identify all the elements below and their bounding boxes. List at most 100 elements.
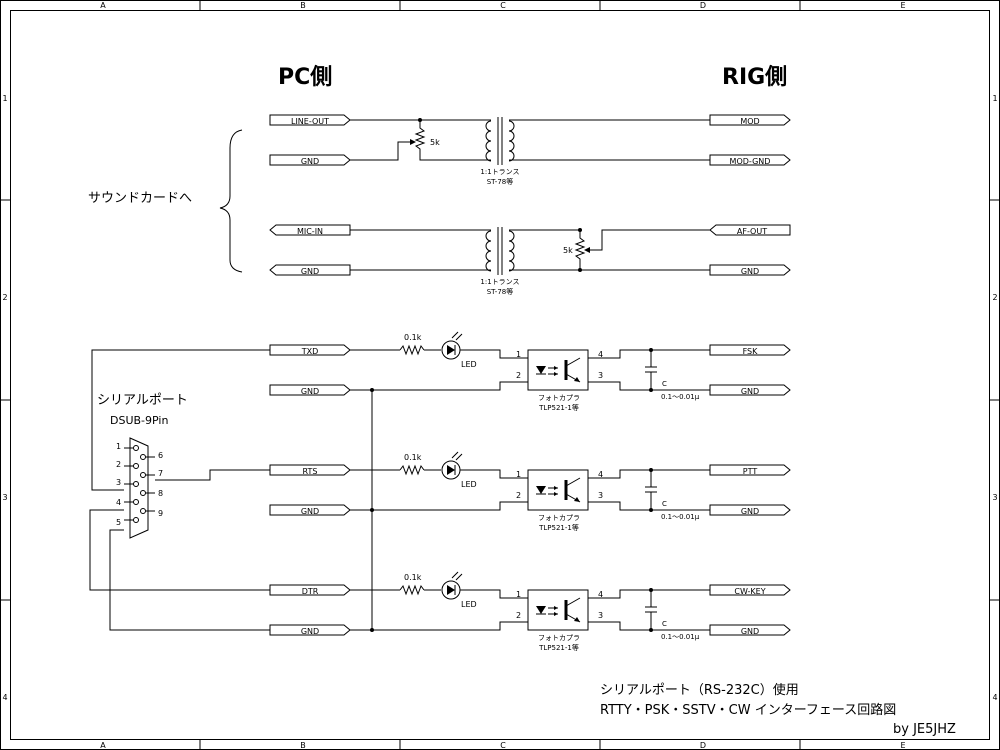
resistor [399, 465, 425, 475]
capacitor-label: C [662, 380, 667, 388]
frame-col-label: A [100, 741, 106, 750]
port-gnd-label: GND [301, 507, 319, 516]
port-rig-signal-label: CW-KEY [734, 587, 765, 596]
wire [460, 589, 528, 599]
resistor-value: 0.1k [404, 453, 422, 462]
capacitor [645, 590, 657, 630]
frame-row-label: 2 [2, 293, 7, 302]
port-gnd-label: GND [301, 627, 319, 636]
optocoupler-model: TLP521-1等 [538, 643, 579, 652]
led-light-icon [451, 451, 463, 461]
pin-number: 4 [598, 350, 603, 359]
led-symbol [447, 345, 455, 355]
junction [370, 388, 374, 392]
port-gnd-label: GND [301, 387, 319, 396]
pin-number: 2 [516, 611, 521, 620]
port-mod-gnd: MOD-GND [730, 157, 771, 166]
port-signal-label: RTS [303, 467, 318, 476]
pin-number: 4 [116, 498, 121, 507]
pin-number: 2 [516, 491, 521, 500]
junction [370, 628, 374, 632]
serial-port-title: シリアルポート [97, 393, 188, 408]
optocoupler-label: フォトカプラ [538, 514, 580, 522]
frame-col-label: D [700, 1, 706, 10]
rig-side-heading: RIG側 [722, 65, 787, 90]
optocoupler-label: フォトカプラ [538, 394, 580, 402]
port-mod: MOD [740, 117, 759, 126]
frame-col-label: C [500, 1, 506, 10]
pin-number: 9 [158, 509, 163, 518]
wire [350, 621, 528, 631]
wire [588, 469, 710, 511]
pin-number: 1 [516, 350, 521, 359]
transformer-label: 1:1トランス [480, 278, 519, 286]
serial-connector: シリアルポート DSUB-9Pin 1 2 3 4 5 6 7 8 9 [89, 349, 270, 631]
pin-number: 3 [116, 478, 121, 487]
pot-label: 5k [430, 138, 440, 147]
wire [460, 469, 528, 479]
frame-col-label: B [300, 1, 306, 10]
frame-row-label: 3 [992, 493, 997, 502]
port-rig-signal-label: PTT [743, 467, 758, 476]
audio-rx-circuit: MIC-IN GND 5k 1:1トランス ST-78等 AF-OUT GND [269, 224, 791, 296]
resistor-value: 0.1k [404, 573, 422, 582]
frame-row-label: 4 [992, 693, 997, 702]
opto-channel: RTSGND0.1kLED1243フォトカプラTLP521-1等C0.1～0.0… [269, 451, 791, 532]
pin-number: 2 [516, 371, 521, 380]
led-label: LED [461, 360, 477, 369]
port-rig-gnd-label: GND [741, 627, 759, 636]
port-line-out: LINE-OUT [291, 117, 329, 126]
transformer-label: 1:1トランス [480, 168, 519, 176]
pin-number: 3 [598, 491, 603, 500]
pin-number: 3 [598, 371, 603, 380]
port-gnd: GND [301, 267, 319, 276]
resistor [399, 345, 425, 355]
optocoupler-model: TLP521-1等 [538, 403, 579, 412]
sound-card-brace [219, 129, 243, 273]
wire [588, 589, 710, 631]
pin-number: 6 [158, 451, 163, 460]
port-rig-gnd-label: GND [741, 507, 759, 516]
opto-channels: TXDGND0.1kLED1243フォトカプラTLP521-1等C0.1～0.0… [269, 331, 791, 652]
frame-col-label: A [100, 1, 106, 10]
wire [588, 349, 710, 391]
frame-col-label: E [900, 741, 905, 750]
junction [370, 508, 374, 512]
pin-number: 4 [598, 470, 603, 479]
wire [350, 381, 528, 391]
port-rig-gnd-label: GND [741, 387, 759, 396]
pc-side-heading: PC側 [278, 65, 332, 90]
optocoupler [526, 588, 590, 632]
led-symbol [447, 465, 455, 475]
capacitor [645, 470, 657, 510]
frame-col-label: C [500, 741, 506, 750]
frame-row-label: 2 [992, 293, 997, 302]
pin-number: 1 [516, 590, 521, 599]
led-label: LED [461, 600, 477, 609]
led-light-icon [451, 571, 463, 581]
author-credit: by JE5JHZ [893, 722, 956, 737]
pin-number: 3 [598, 611, 603, 620]
pin-number: 4 [598, 590, 603, 599]
optocoupler-label: フォトカプラ [538, 634, 580, 642]
led-symbol [447, 585, 455, 595]
capacitor-value: 0.1～0.01μ [661, 513, 700, 521]
capacitor-label: C [662, 500, 667, 508]
port-gnd: GND [301, 157, 319, 166]
pin-number: 1 [516, 470, 521, 479]
pin-number: 2 [116, 460, 121, 469]
frame-col-label: B [300, 741, 306, 750]
serial-port-type: DSUB-9Pin [110, 414, 168, 427]
diagram-title-line2: RTTY・PSK・SSTV・CW インターフェース回路図 [600, 702, 896, 718]
transformer-model: ST-78等 [487, 177, 514, 186]
resistor [399, 585, 425, 595]
diagram-title-line1: シリアルポート（RS-232C）使用 [600, 682, 799, 698]
pot-label: 5k [563, 246, 573, 255]
capacitor-label: C [662, 620, 667, 628]
pin-number: 1 [116, 442, 121, 451]
pin-number: 5 [116, 518, 121, 527]
optocoupler [526, 468, 590, 512]
port-signal-label: DTR [302, 587, 319, 596]
